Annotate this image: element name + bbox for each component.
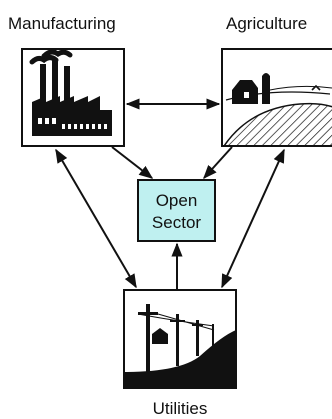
- open-sector-label-line1: Open: [156, 191, 198, 210]
- manufacturing-label: Manufacturing: [8, 14, 116, 33]
- edge-agriculture-open-sector: [203, 146, 233, 180]
- open-sector-node: Open Sector: [137, 179, 216, 242]
- edge-manufacturing-open-sector: [111, 146, 154, 179]
- farm-icon: [223, 73, 332, 146]
- manufacturing-node: [21, 48, 125, 147]
- edge-manufacturing-utilities: [55, 148, 137, 289]
- utilities-node: [123, 289, 237, 389]
- open-sector-label-line2: Sector: [152, 213, 201, 232]
- power-lines-icon: [124, 304, 236, 388]
- utilities-label: Utilities: [153, 399, 208, 418]
- edge-agriculture-utilities: [221, 148, 285, 289]
- factory-icon: [29, 49, 112, 136]
- agriculture-node: [221, 48, 332, 147]
- agriculture-label: Agriculture: [226, 14, 307, 33]
